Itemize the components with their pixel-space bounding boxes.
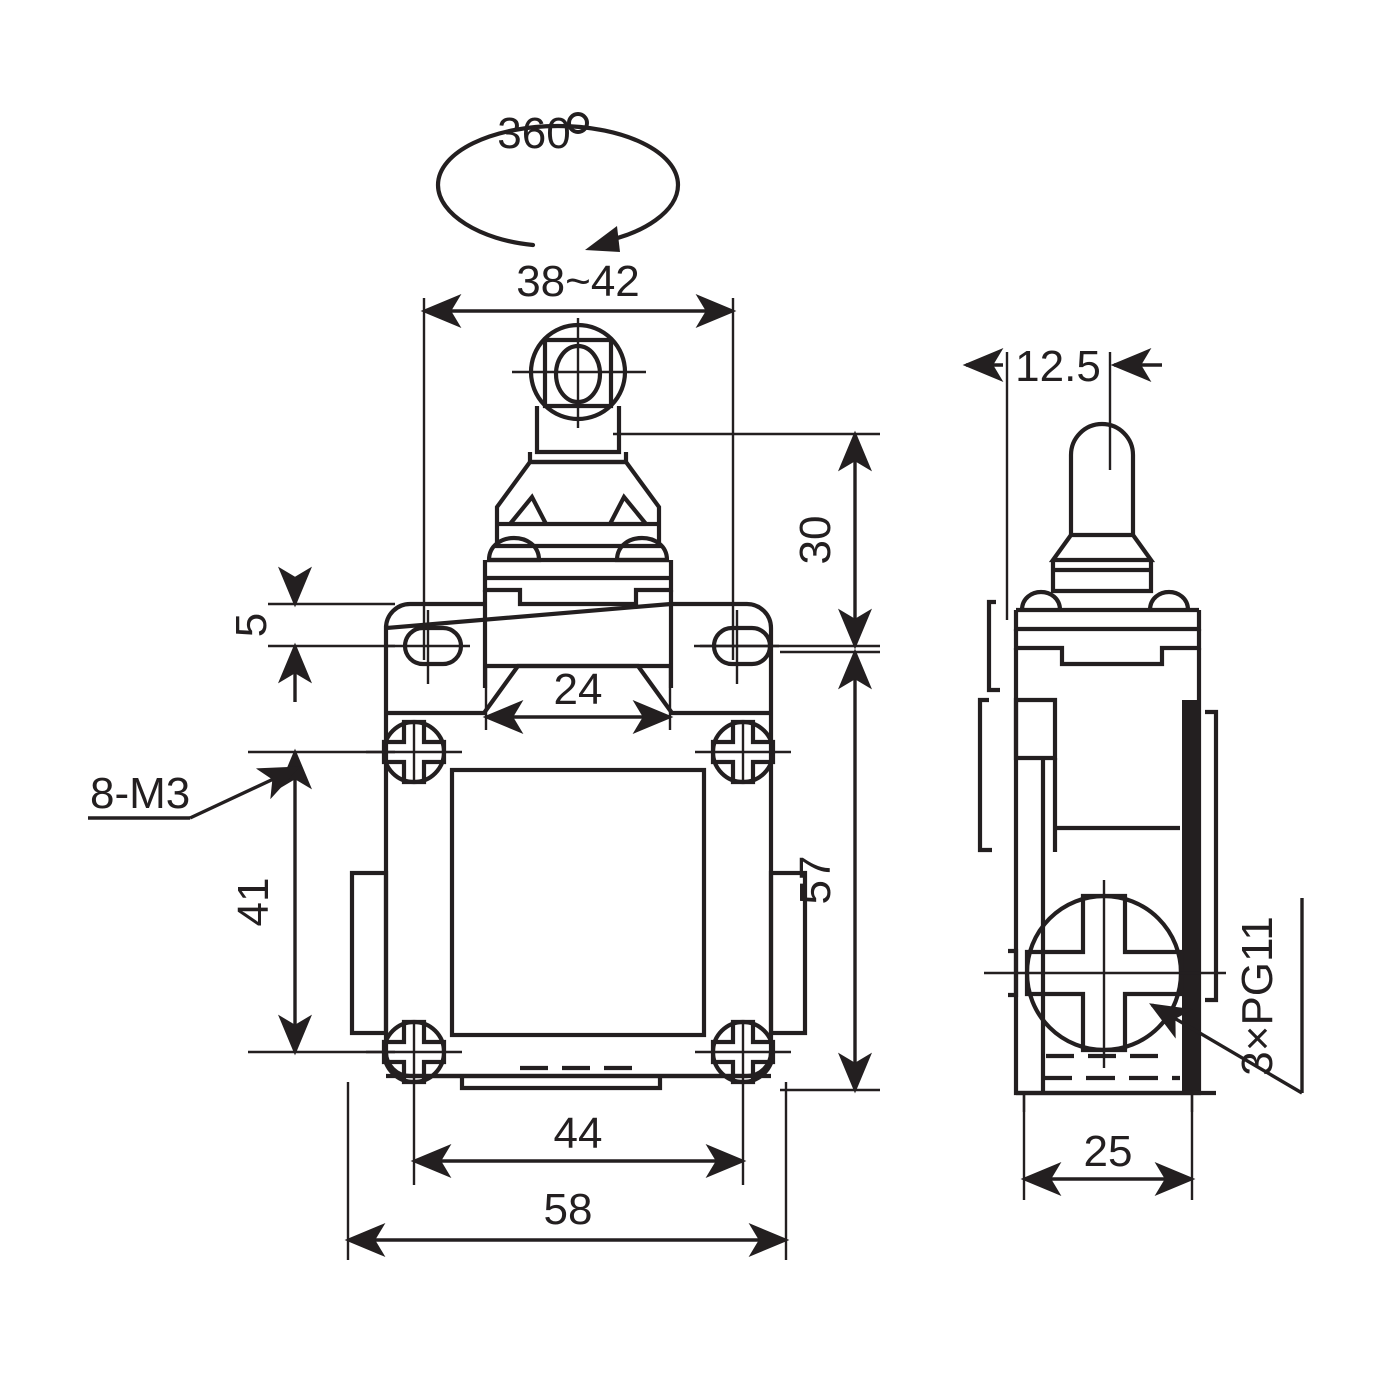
head-cap-left bbox=[486, 535, 542, 563]
flange-ear-upper-left bbox=[986, 599, 1000, 693]
side-cap-left bbox=[1019, 589, 1063, 611]
side-right-lip bbox=[1205, 709, 1219, 1003]
screw-cross-slot bbox=[710, 719, 776, 785]
dim-neck-width-label: 24 bbox=[554, 665, 603, 714]
conduit-callout-leader bbox=[1149, 898, 1304, 1095]
head-rib-right bbox=[608, 493, 648, 526]
dim-hole-spacing-h-label: 44 bbox=[554, 1109, 603, 1158]
side-head-band bbox=[1013, 610, 1202, 632]
base-boss bbox=[459, 1076, 663, 1091]
screw-cross-slot bbox=[381, 1019, 447, 1085]
side-fin-left bbox=[349, 870, 389, 1036]
degree-symbol-icon bbox=[567, 112, 589, 134]
neck-block bbox=[482, 560, 674, 607]
screw-cross-slot bbox=[710, 1019, 776, 1085]
slot-hole-left-centermark bbox=[385, 610, 470, 684]
dim-head-width-label: 38~42 bbox=[516, 257, 640, 306]
screw-centermark bbox=[695, 722, 791, 782]
mounting-flange-outline bbox=[383, 601, 774, 1079]
flange-ear-lower-left bbox=[977, 697, 992, 853]
side-gasket-strip bbox=[1182, 700, 1201, 1093]
roller-fork bbox=[542, 337, 614, 409]
dim-body-height-label: 57 bbox=[791, 856, 840, 905]
conduit-callout-label: 3×PG11 bbox=[1233, 916, 1282, 1075]
plunger-dome bbox=[1068, 421, 1136, 535]
rotation-label: 360 bbox=[497, 109, 570, 158]
front-view bbox=[349, 318, 808, 1091]
conduit-screw bbox=[984, 880, 1226, 1068]
dim-plunger-offset-label: 12.5 bbox=[1015, 342, 1101, 391]
head-cap-right bbox=[614, 535, 670, 563]
side-fin-right bbox=[768, 870, 808, 1036]
rotation-symbol-group bbox=[435, 123, 681, 248]
plunger-stem bbox=[534, 406, 622, 455]
side-cap-right bbox=[1147, 589, 1191, 611]
screw-centermark bbox=[695, 1022, 791, 1082]
dim-flange-offset-label: 5 bbox=[227, 613, 276, 637]
cover-plate bbox=[449, 767, 707, 1038]
dim-head-height-label: 30 bbox=[791, 516, 840, 565]
front-view-dimensions bbox=[420, 294, 737, 660]
head-rib-left bbox=[508, 493, 548, 526]
dim-hole-spacing-v-label: 41 bbox=[229, 878, 278, 927]
plunger-chamfer bbox=[1048, 532, 1156, 563]
thread-callout-label: 8-M3 bbox=[90, 769, 190, 818]
thread-callout-leader bbox=[88, 766, 301, 820]
dim-side-depth-label: 25 bbox=[1084, 1127, 1133, 1176]
conduit-screw-cross bbox=[1024, 893, 1184, 1053]
dim-overall-width-label: 58 bbox=[544, 1185, 593, 1234]
plunger-collar-side bbox=[1050, 560, 1154, 594]
conduit-boss-left bbox=[1008, 948, 1019, 998]
screw-top-right bbox=[695, 719, 791, 785]
screw-cross-slot bbox=[381, 719, 447, 785]
side-head-step bbox=[1013, 629, 1202, 667]
conduit-screw-centermark bbox=[984, 880, 1226, 1068]
roller-centermark bbox=[512, 318, 646, 428]
slot-hole-left-group bbox=[385, 610, 470, 684]
rotation-arrowhead bbox=[585, 226, 620, 252]
